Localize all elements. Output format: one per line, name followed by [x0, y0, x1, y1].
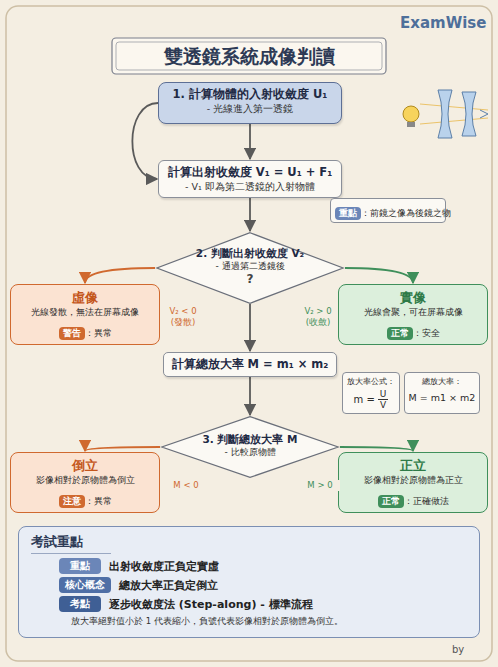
node-text: 正常 [378, 495, 404, 508]
node-text: 重點 [59, 558, 101, 574]
formula-box: 放大率公式： m =UV [342, 372, 400, 414]
process-box: 1. 計算物體的入射收斂度 U₁- 光線進入第一透鏡 [158, 82, 342, 124]
node-text: 影像相對於原物體為正立 [345, 474, 481, 487]
brand-label: ExamWise [400, 14, 486, 32]
node-text: 1. 計算物體的入射收斂度 U₁ [165, 87, 335, 102]
result-box: 虛像光線發散，無法在屏幕成像警告：異常 [10, 284, 160, 345]
node-text: 核心概念 [59, 577, 111, 593]
node-text: 正常 [387, 327, 413, 340]
flow-arrow [249, 198, 251, 231]
node-text: 放大率絕對值小於 1 代表縮小，負號代表影像相對於原物體為倒立。 [71, 615, 467, 627]
node-text: 光線發散，無法在屏幕成像 [17, 306, 153, 319]
node-text: 放大率公式： [346, 376, 396, 387]
title: 雙透鏡系統成像判讀 [116, 44, 382, 68]
node-text: - V₁ 即為第二透鏡的入射物體 [165, 180, 335, 193]
decision-diamond: 3. 判斷總放大率 M- 比較原物體 [160, 416, 340, 478]
flow-arrow [249, 377, 251, 415]
flow-arrow [132, 103, 158, 179]
node-text: 計算總放大率 M = m₁ × m₂ [170, 357, 330, 372]
node-text: 考試重點 [31, 533, 111, 554]
edge-label: V₂ > 0 (收斂) [298, 306, 338, 328]
node-text: - 比較原物體 [160, 446, 340, 458]
node-text: 正立 [345, 457, 481, 474]
flow-arrow [249, 304, 251, 351]
node-text: 逐步收斂度法 (Step-along) - 標準流程 [109, 597, 313, 612]
flow-arrow [85, 447, 160, 451]
lens-illustration [403, 90, 488, 138]
node-text: 實像 [345, 289, 481, 306]
process-box: 計算總放大率 M = m₁ × m₂ [163, 352, 337, 377]
note-tag: 重點：前鏡之像為後鏡之物 [330, 198, 446, 223]
edge-label: M < 0 [166, 480, 206, 491]
flow-arrow [249, 124, 251, 159]
node-text: 計算出射收斂度 V₁ = U₁ + F₁ [165, 165, 335, 180]
node-text: 3. 判斷總放大率 M [160, 432, 340, 446]
node-text: 總放大率： [408, 376, 476, 387]
result-box: 倒立影像相對於原物體為倒立注意：異常 [10, 452, 160, 513]
result-box: 正立影像相對於原物體為正立正常：正確做法 [338, 452, 488, 513]
node-text: U [378, 389, 389, 400]
node-text: ：正確做法 [404, 496, 449, 506]
summary-panel: 考試重點重點出射收斂度正負定實虛核心概念總放大率正負定倒立考點逐步收斂度法 (S… [18, 526, 480, 638]
node-text: V [380, 400, 386, 410]
node-text: 注意 [59, 495, 85, 508]
node-text: ：前鏡之像為後鏡之物 [361, 208, 451, 218]
node-text: ：異常 [85, 496, 112, 506]
node-text: 影像相對於原物體為倒立 [17, 474, 153, 487]
node-text: 倒立 [17, 457, 153, 474]
node-text: - 通過第二透鏡後 [155, 260, 345, 272]
formula-box: 總放大率： M = m1 × m2 [404, 372, 480, 414]
node-text: 考點 [59, 596, 101, 612]
flow-arrow [340, 447, 413, 451]
node-text: 總放大率正負定倒立 [119, 578, 218, 593]
edge-label: M > 0 [300, 480, 340, 491]
node-text: ：異常 [85, 328, 112, 338]
node-text: - 光線進入第一透鏡 [165, 102, 335, 115]
node-text: M = m1 × m2 [408, 391, 476, 405]
flow-arrow [85, 268, 155, 283]
node-text: 虛像 [17, 289, 153, 306]
decision-diamond: 2. 判斷出射收斂度 V₂- 通過第二透鏡後? [155, 232, 345, 304]
node-text: m = [354, 394, 375, 405]
node-text: 重點 [335, 207, 361, 220]
node-text: 光線會聚，可在屏幕成像 [345, 306, 481, 319]
credit-label: by [452, 644, 464, 655]
node-text: ? [155, 272, 345, 287]
node-text: 警告 [59, 327, 85, 340]
edge-label: V₂ < 0 (發散) [163, 306, 203, 328]
flow-arrow [345, 268, 413, 283]
node-text: ：安全 [413, 328, 440, 338]
node-text: 出射收斂度正負定實虛 [109, 559, 219, 574]
node-text: 2. 判斷出射收斂度 V₂ [155, 246, 345, 260]
process-box: 計算出射收斂度 V₁ = U₁ + F₁- V₁ 即為第二透鏡的入射物體 [158, 160, 342, 198]
result-box: 實像光線會聚，可在屏幕成像正常：安全 [338, 284, 488, 345]
